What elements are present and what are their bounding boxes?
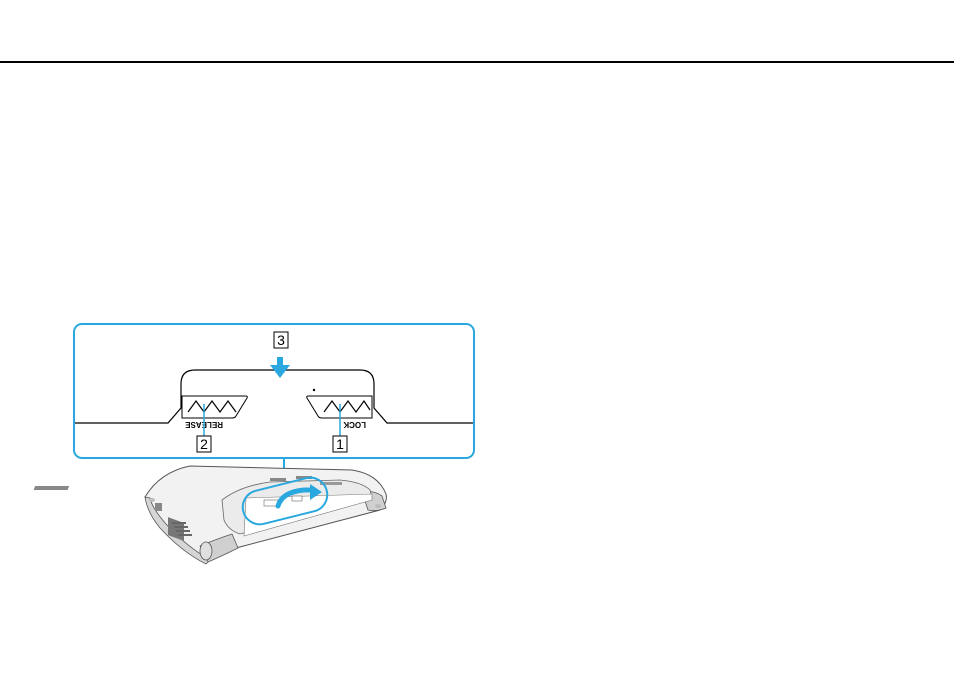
callout-2-number: 2 [200,436,208,452]
lock-label: LOCK [343,420,366,429]
lock-dot-marker [313,389,315,391]
callout-1-number: 1 [336,436,344,452]
laptop-underside [34,466,387,564]
callout-3-number: 3 [277,332,285,348]
